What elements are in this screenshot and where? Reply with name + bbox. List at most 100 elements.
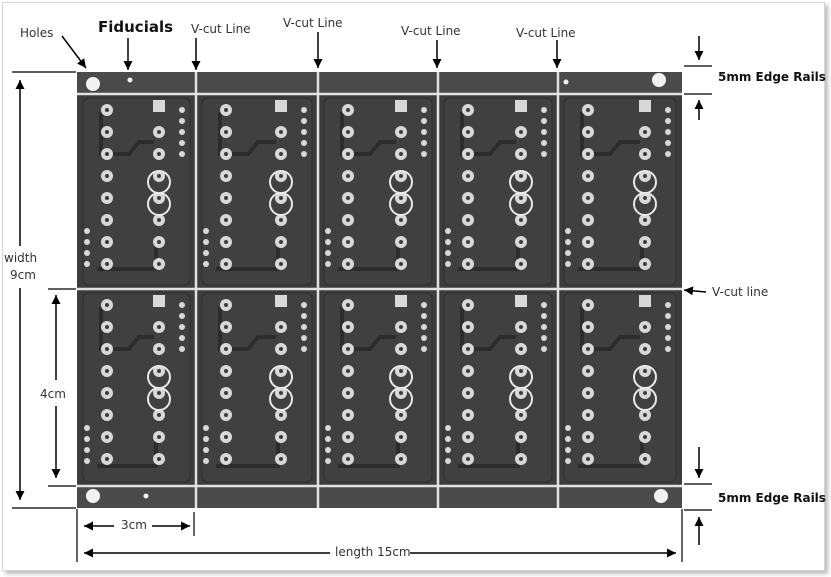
cell-1-5-header-pin-3 xyxy=(665,140,671,146)
cell-1-5-pad-left-hole-6 xyxy=(586,240,590,244)
cell-2-2-pad-left-hole-0 xyxy=(224,303,228,307)
cell-1-4-pad-right-hole-4 xyxy=(519,218,523,222)
cell-1-2-edge-pin-2 xyxy=(203,250,209,256)
cell-1-1-edge-pin-3 xyxy=(84,261,90,267)
cell-1-1-pad-right-hole-1 xyxy=(157,152,161,156)
cell-1-3-pad-left-hole-5 xyxy=(346,218,350,222)
cell-1-1-pad-left-hole-2 xyxy=(105,152,109,156)
cell-1-2-highlight-ring-2 xyxy=(269,192,293,216)
cell-2-2-pad-right-hole-4 xyxy=(279,413,283,417)
cell-2-4-edge-pin-3 xyxy=(445,458,451,464)
cell-1-3-pad-right-hole-5 xyxy=(399,240,403,244)
cell-1-2-pad-right-hole-5 xyxy=(279,240,283,244)
cell-2-3-edge-pin-0 xyxy=(325,425,331,431)
cell-2-5-edge-pin-0 xyxy=(565,425,571,431)
cell-2-2-edge-pin-0 xyxy=(203,425,209,431)
cell-2-5-pad-left-hole-5 xyxy=(586,413,590,417)
cell-1-1-pad-left-hole-6 xyxy=(105,240,109,244)
cell-2-5-pad-right-hole-1 xyxy=(643,347,647,351)
cell-2-4-pad-left-hole-6 xyxy=(466,435,470,439)
cell-2-2-header-pin-0 xyxy=(301,302,307,308)
cell-2-1-pad-right-hole-1 xyxy=(157,347,161,351)
holes-label: Holes xyxy=(20,26,54,40)
cell-1-5-header-pin-2 xyxy=(665,129,671,135)
cell-2-1-edge-pin-1 xyxy=(84,436,90,442)
cell-1-5-pad-right-hole-5 xyxy=(643,240,647,244)
fiducial-bottom xyxy=(143,493,149,499)
cell-2-5-pad-left-hole-7 xyxy=(586,457,590,461)
cell-1-1-pad-left-hole-3 xyxy=(105,174,109,178)
cell-1-3-pad-right-hole-2 xyxy=(399,174,403,178)
cell-1-4-edge-pin-0 xyxy=(445,228,451,234)
cell-2-4-pad-right-hole-4 xyxy=(519,413,523,417)
top-edge-rail xyxy=(77,72,682,94)
cell-2-3-header-pin-2 xyxy=(421,324,427,330)
cell-2-2-pad-right-hole-0 xyxy=(279,325,283,329)
cell-2-3-pad-left-hole-5 xyxy=(346,413,350,417)
cell-2-5-trace xyxy=(580,307,640,351)
cell-1-2-square-pad xyxy=(275,100,287,112)
cell-1-2-edge-pin-0 xyxy=(203,228,209,234)
cell-2-4-pad-left-hole-1 xyxy=(466,325,470,329)
cell-1-2-pad-left-hole-1 xyxy=(224,130,228,134)
cell-1-3-highlight-ring-2 xyxy=(389,192,413,216)
cell-1-5-trace xyxy=(580,112,640,156)
cell-1-2-pad-right-hole-1 xyxy=(279,152,283,156)
cell-2-3-pad-left-hole-0 xyxy=(346,303,350,307)
cell-2-4-square-pad xyxy=(515,295,527,307)
cell-2-5-pad-right-hole-5 xyxy=(643,435,647,439)
cell-2-4-pad-left-hole-7 xyxy=(466,457,470,461)
cell-2-1-header-pin-4 xyxy=(179,346,185,352)
cell-1-5-header-pin-1 xyxy=(665,118,671,124)
cell-1-4-square-pad xyxy=(515,100,527,112)
cell-2-4-pad-right-hole-5 xyxy=(519,435,523,439)
cell-1-3-pad-left-hole-4 xyxy=(346,196,350,200)
cell-1-4-pad-right-hole-2 xyxy=(519,174,523,178)
cell-1-5-pad-left-hole-2 xyxy=(586,152,590,156)
cell-2-1-pad-left-hole-7 xyxy=(105,457,109,461)
cell-2-2-pad-right-hole-1 xyxy=(279,347,283,351)
cell-2-5-edge-pin-2 xyxy=(565,447,571,453)
cell-1-3-pad-right-hole-1 xyxy=(399,152,403,156)
cell-1-3-pad-left-hole-6 xyxy=(346,240,350,244)
cell-1-2-pad-left-hole-4 xyxy=(224,196,228,200)
bottom-edge-rail xyxy=(77,486,682,508)
cell-1-1-pad-left-hole-4 xyxy=(105,196,109,200)
cell-1-4-header-pin-2 xyxy=(541,129,547,135)
holes-arrow xyxy=(61,35,87,69)
cell-2-3-pad-left-hole-4 xyxy=(346,391,350,395)
cell-1-4-header-pin-0 xyxy=(541,107,547,113)
cell-2-1-highlight-ring-2 xyxy=(147,387,171,411)
cell-2-4-pad-left-hole-2 xyxy=(466,347,470,351)
cell-1-2-header-pin-3 xyxy=(301,140,307,146)
cell-2-5-header-pin-0 xyxy=(665,302,671,308)
cell-2-3-edge-pin-1 xyxy=(325,436,331,442)
cell-2-4-pad-left-hole-3 xyxy=(466,369,470,373)
cell-2-1-pad-right-hole-0 xyxy=(157,325,161,329)
cell-2-2-edge-pin-2 xyxy=(203,447,209,453)
cell-1-4-pad-right-hole-5 xyxy=(519,240,523,244)
cell-2-3-trace-bottom xyxy=(338,442,400,468)
cell-2-3-pad-right-hole-4 xyxy=(399,413,403,417)
cell-1-3-edge-pin-2 xyxy=(325,250,331,256)
cell-1-1-edge-pin-0 xyxy=(84,228,90,234)
cell-1-1-edge-pin-2 xyxy=(84,250,90,256)
cell-1-4-pad-left-hole-1 xyxy=(466,130,470,134)
cell-2-1-header-pin-0 xyxy=(179,302,185,308)
cell-1-1-pad-right-hole-6 xyxy=(157,262,161,266)
cell-2-3-header-pin-1 xyxy=(421,313,427,319)
cell-2-3-pad-left-hole-2 xyxy=(346,347,350,351)
hole-bottom-left xyxy=(86,489,100,503)
cell-2-3-pad-right-hole-1 xyxy=(399,347,403,351)
cell-1-4-trace xyxy=(460,112,516,156)
cell-1-1-pad-right-hole-5 xyxy=(157,240,161,244)
cell-1-1-header-pin-1 xyxy=(179,118,185,124)
cell-1-4-pad-right-hole-6 xyxy=(519,262,523,266)
cell-1-5-highlight-ring-2 xyxy=(633,192,657,216)
cell-1-3-header-pin-3 xyxy=(421,140,427,146)
cell-1-4-pad-right-hole-3 xyxy=(519,196,523,200)
cell-1-3-edge-pin-3 xyxy=(325,261,331,267)
cell-1-5-square-pad xyxy=(639,100,651,112)
cell-2-3-edge-pin-3 xyxy=(325,458,331,464)
cell-2-4-trace-bottom xyxy=(458,442,520,468)
